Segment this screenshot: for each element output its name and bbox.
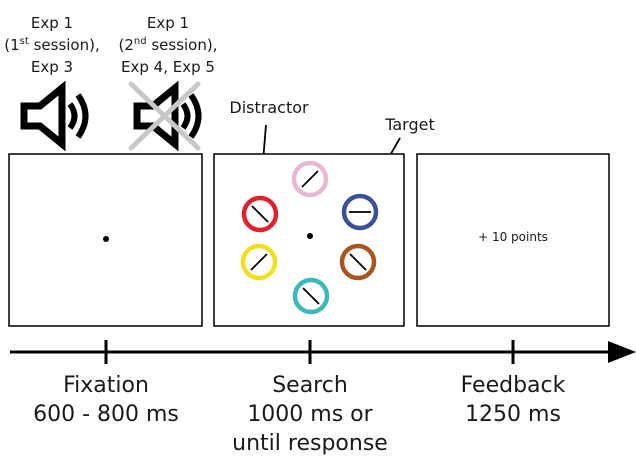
search-item-pink (291, 160, 329, 198)
condition-left-line3: Exp 3 (31, 58, 73, 76)
condition-left-line1: Exp 1 (31, 14, 73, 32)
phase-fixation-duration: 600 - 800 ms (33, 402, 179, 427)
speaker-muted-icon (128, 80, 202, 152)
search-item-cyan (292, 277, 330, 315)
fixation-dot (103, 236, 109, 242)
condition-label-sound-on: Exp 1 (1st session), Exp 3 (4, 14, 99, 76)
feedback-points-text: + 10 points (478, 230, 548, 244)
condition-right-line2: (2nd session), (118, 36, 217, 54)
search-fixation-dot (307, 233, 313, 239)
search-item-blue-target (341, 193, 379, 231)
fixation-frame (8, 153, 203, 327)
timeline (10, 340, 636, 364)
condition-right-line1: Exp 1 (147, 14, 189, 32)
condition-label-sound-off: Exp 1 (2nd session), Exp 4, Exp 5 (118, 14, 217, 76)
target-label: Target (384, 115, 435, 134)
phase-labels: Fixation 600 - 800 ms Search 1000 ms or … (33, 373, 566, 456)
condition-left-line2: (1st session), (4, 36, 99, 54)
search-frame (213, 153, 405, 327)
search-item-yellow (240, 243, 278, 281)
phase-feedback-duration: 1250 ms (465, 402, 561, 427)
phase-fixation-name: Fixation (63, 373, 149, 398)
phase-feedback-name: Feedback (461, 373, 566, 398)
timeline-arrowhead (608, 341, 636, 363)
distractor-label: Distractor (229, 98, 309, 117)
phase-search-duration: 1000 ms or (247, 402, 373, 427)
feedback-frame: + 10 points (416, 153, 610, 327)
phase-search-duration-line2: until response (232, 431, 388, 456)
search-item-red-distractor (241, 195, 279, 233)
speaker-on-icon (20, 80, 89, 152)
phase-search-name: Search (272, 373, 348, 398)
condition-right-line3: Exp 4, Exp 5 (121, 58, 215, 76)
search-item-brown (339, 243, 377, 281)
